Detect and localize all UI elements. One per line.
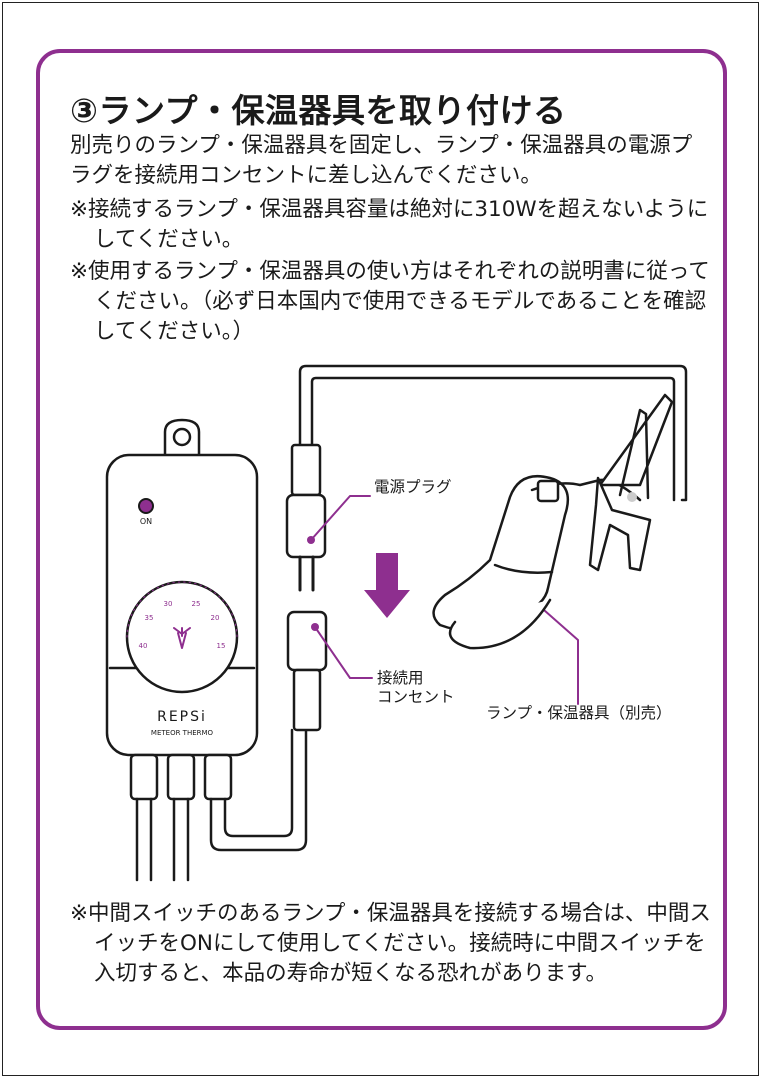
clamp-lamp [432, 393, 674, 650]
plug-label: 電源プラグ [374, 478, 452, 496]
dial-tick: 20 [211, 614, 220, 622]
section-title: ③ランプ・保温器具を取り付ける [70, 91, 567, 130]
thermostat-device [105, 418, 308, 882]
outlet-label: 接続用 コンセント [377, 669, 455, 707]
down-arrow-icon [364, 553, 410, 618]
brand-logo: REPSi [157, 709, 207, 725]
note-capacity: ※接続するランプ・保温器具容量は絶対に310Wを超えないようにしてください。 [70, 197, 709, 252]
on-indicator [138, 498, 154, 514]
dial-tick: 15 [217, 642, 226, 650]
dial-tick: 30 [164, 600, 173, 608]
outlet-label-line2: コンセント [377, 688, 455, 706]
gecko-icon [173, 627, 191, 649]
note-inline-switch: ※中間スイッチのあるランプ・保温器具を接続する場合は、中間スイッチをONにして使… [70, 901, 711, 986]
lamp-cable [298, 364, 688, 502]
lamp-label: ランプ・保温器具（別売） [486, 704, 672, 722]
content-frame [36, 49, 727, 1030]
on-label: ON [140, 517, 152, 526]
power-plug [285, 443, 327, 592]
model-name: METEOR THERMO [151, 729, 214, 737]
intro-text: 別売りのランプ・保温器具を固定し、ランプ・保温器具の電源プラグを接続用コンセント… [70, 133, 693, 188]
dial-tick: 25 [192, 600, 201, 608]
hang-loop [163, 418, 201, 459]
note-instructions: ※使用するランプ・保温器具の使い方はそれぞれの説明書に従ってください。（必ず日本… [70, 259, 710, 344]
connection-illustration: ON REPSi METEOR THERMO 40 35 30 25 20 15 [105, 364, 688, 882]
dial-tick: 40 [139, 642, 148, 650]
outlet-label-line1: 接続用 [377, 669, 424, 687]
outlet-socket [286, 610, 328, 732]
dial-tick: 35 [145, 614, 154, 622]
